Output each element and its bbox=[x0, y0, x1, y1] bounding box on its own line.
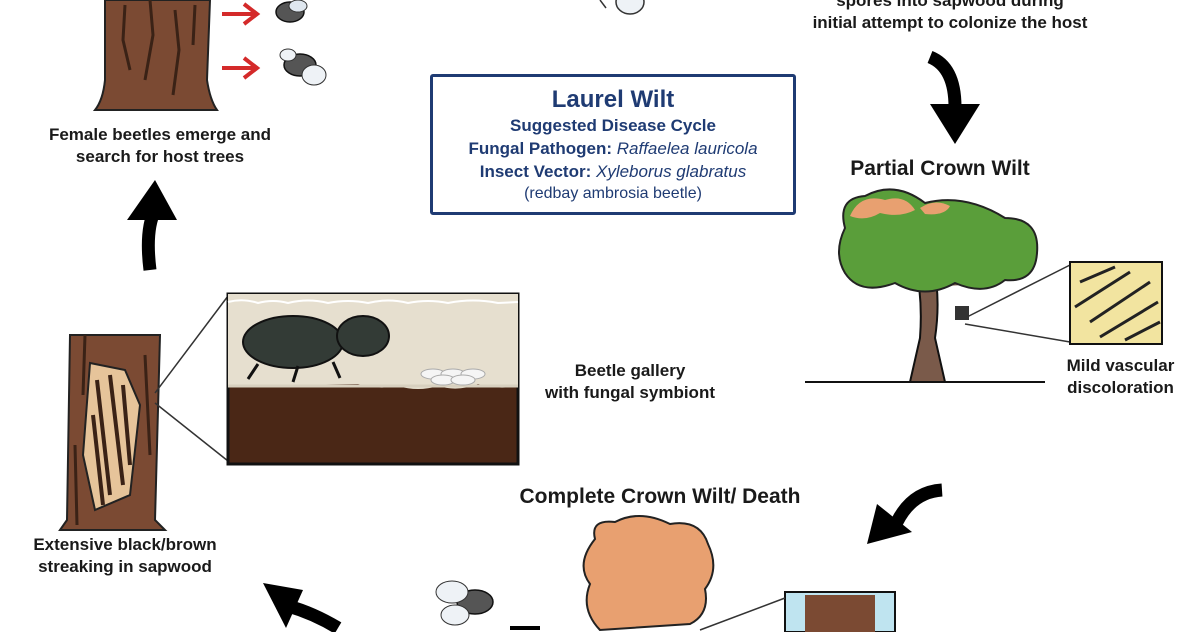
colonize-caption: spores into sapwood during initial attem… bbox=[812, 0, 1088, 32]
emergence-caption: Female beetles emerge and search for hos… bbox=[48, 125, 272, 166]
cycle-arrow-icon bbox=[263, 583, 342, 632]
callout-lines bbox=[699, 597, 786, 631]
cycle-arrow-icon bbox=[867, 483, 943, 544]
flying-beetle-icon bbox=[275, 0, 308, 23]
cycle-arrow-icon bbox=[927, 50, 980, 144]
info-vector-common: (redbay ambrosia beetle) bbox=[524, 185, 702, 202]
emergence-trunk-illustration bbox=[92, 0, 219, 111]
complete-wilt-tree-illustration bbox=[582, 515, 715, 632]
info-vector: Insect Vector: Xyleborus glabratus bbox=[479, 162, 747, 181]
cycle-arrow-icon bbox=[127, 180, 177, 271]
beetle-gallery-illustration bbox=[226, 292, 520, 466]
gallery-caption: Beetle gallery with fungal symbiont bbox=[545, 361, 715, 402]
flying-beetle-icon bbox=[599, 0, 645, 15]
info-subtitle: Suggested Disease Cycle bbox=[510, 116, 716, 135]
info-title: Laurel Wilt bbox=[551, 86, 675, 113]
info-pathogen: Fungal Pathogen: Raffaelea lauricola bbox=[468, 139, 758, 158]
callout-lines bbox=[964, 264, 1071, 343]
mild-discoloration-sample bbox=[1069, 261, 1163, 345]
red-arrow-icon bbox=[222, 2, 261, 26]
complete-wilt-title: Complete Crown Wilt/ Death bbox=[519, 485, 801, 508]
partial-wilt-title: Partial Crown Wilt bbox=[850, 157, 1030, 180]
partial-wilt-tree-illustration bbox=[805, 188, 1045, 383]
arrow-icon bbox=[510, 626, 540, 630]
callout-lines bbox=[154, 295, 229, 462]
disease-info-box: Laurel Wilt Suggested Disease Cycle Fung… bbox=[430, 74, 796, 215]
flying-beetle-icon bbox=[435, 580, 494, 626]
red-arrow-icon bbox=[222, 56, 261, 80]
streaked-trunk-illustration bbox=[58, 334, 168, 531]
streaking-caption: Extensive black/brown streaking in sapwo… bbox=[33, 535, 217, 576]
dead-wood-sample bbox=[784, 591, 896, 632]
flying-beetle-icon bbox=[279, 48, 327, 86]
mild-discoloration-caption: Mild vascular discoloration bbox=[1066, 356, 1175, 397]
